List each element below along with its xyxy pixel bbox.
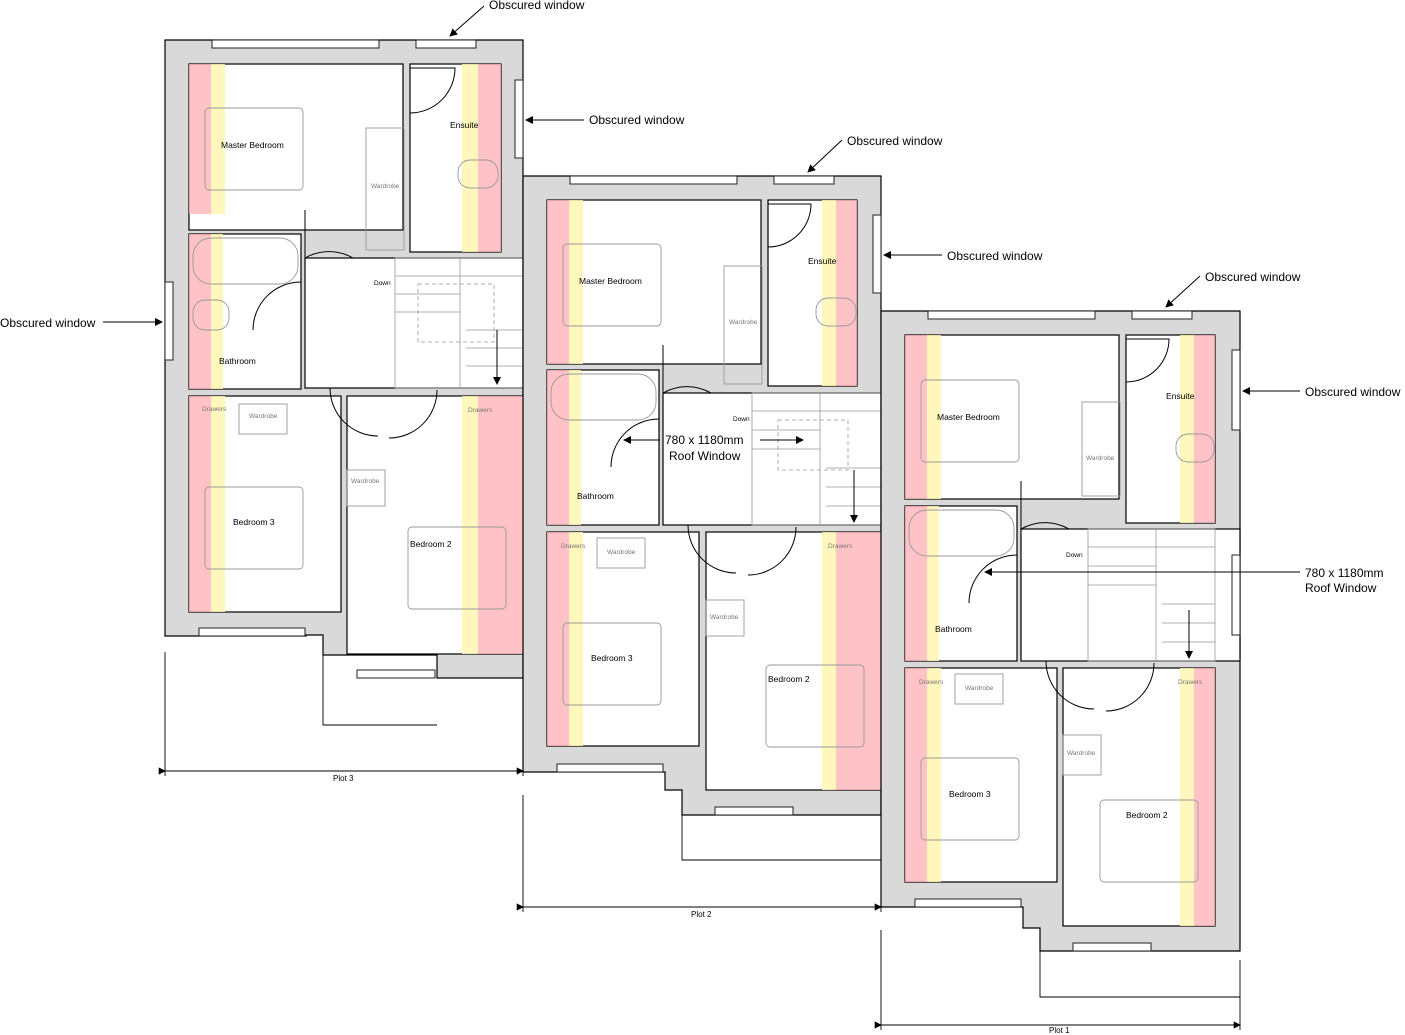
obscured-window-note: Obscured window: [489, 0, 585, 12]
plot-2-bedroom-2-label: Bedroom 2: [768, 674, 810, 684]
plot-3-wardrobe-label: Wardrobe: [371, 183, 400, 190]
plot-1-drawers-label: Drawers: [1178, 679, 1203, 686]
obscured-window-note: Obscured window: [1305, 385, 1401, 399]
plot-2-landing: [662, 392, 882, 526]
plot-2-master-bedroom-label: Master Bedroom: [579, 276, 642, 286]
roof-window-note-line1: 780 x 1180mm: [665, 433, 744, 447]
plot-1-bedroom-2-label: Bedroom 2: [1126, 810, 1168, 820]
plot-1-wardrobe-label: Wardrobe: [1086, 455, 1115, 462]
plot-2-drawers-label: Drawers: [828, 543, 853, 550]
roof-window-note-line1: 780 x 1180mm: [1305, 566, 1384, 580]
plot-1-bedroom-3-label: Bedroom 3: [949, 789, 991, 799]
plot-1-master-bedroom-label: Master Bedroom: [937, 412, 1000, 422]
obscured-window-note: Obscured window: [947, 249, 1043, 263]
plot-1-wardrobe-label: Wardrobe: [1067, 750, 1096, 757]
plot-2-down-label: Down: [733, 416, 750, 423]
roof-window-note-line2: Roof Window: [1305, 581, 1377, 595]
plot-dimensions: Plot 3 Plot 2 Plot 1: [158, 652, 1241, 1035]
plot-1: Master Bedroom Ensuite Bathroom Bedroom …: [880, 310, 1241, 998]
plot-1-down-label: Down: [1066, 552, 1083, 559]
plot-3-down-label: Down: [374, 280, 391, 287]
plot-3-bedroom-2-label: Bedroom 2: [410, 539, 452, 549]
obscured-window-note: Obscured window: [1205, 270, 1301, 284]
plot-2-bedroom-3-label: Bedroom 3: [591, 653, 633, 663]
plot-1-label: Plot 1: [1049, 1026, 1070, 1035]
plot-1-drawers-label: Drawers: [919, 679, 944, 686]
plot-2-wardrobe-label: Wardrobe: [607, 549, 636, 556]
annotations: Obscured window Obscured window Obscured…: [0, 0, 1401, 595]
plot-3-bedroom-3-label: Bedroom 3: [233, 517, 275, 527]
plot-1-wardrobe-label: Wardrobe: [965, 685, 994, 692]
obscured-window-note: Obscured window: [589, 113, 685, 127]
obscured-window-note: Obscured window: [847, 134, 943, 148]
plot-2: Master Bedroom Ensuite Bathroom Bedroom …: [522, 175, 882, 861]
plot-1-landing: [1020, 528, 1241, 662]
plot-2-wardrobe-label: Wardrobe: [729, 319, 758, 326]
plot-3: Master Bedroom Ensuite Bathroom Bedroom …: [164, 39, 524, 726]
plot-1-ensuite-label: Ensuite: [1166, 391, 1195, 401]
plot-3-bathroom-label: Bathroom: [219, 356, 256, 366]
plot-3-wardrobe-label: Wardrobe: [351, 478, 380, 485]
plot-2-drawers-label: Drawers: [561, 543, 586, 550]
plot-2-label: Plot 2: [691, 910, 712, 919]
plot-3-wardrobe-label: Wardrobe: [249, 413, 278, 420]
obscured-window-note: Obscured window: [0, 316, 96, 330]
plot-3-master-bedroom-label: Master Bedroom: [221, 140, 284, 150]
plot-3-label: Plot 3: [333, 774, 354, 783]
plot-2-bathroom-label: Bathroom: [577, 491, 614, 501]
plot-3-ensuite-label: Ensuite: [450, 120, 479, 130]
plot-3-drawers-label: Drawers: [468, 407, 493, 414]
plot-3-drawers-label: Drawers: [202, 406, 227, 413]
plot-2-wardrobe-label: Wardrobe: [710, 614, 739, 621]
plot-3-landing: [304, 257, 524, 389]
roof-window-note-line2: Roof Window: [669, 449, 741, 463]
plot-2-ensuite-label: Ensuite: [808, 256, 837, 266]
plot-1-bathroom-label: Bathroom: [935, 624, 972, 634]
